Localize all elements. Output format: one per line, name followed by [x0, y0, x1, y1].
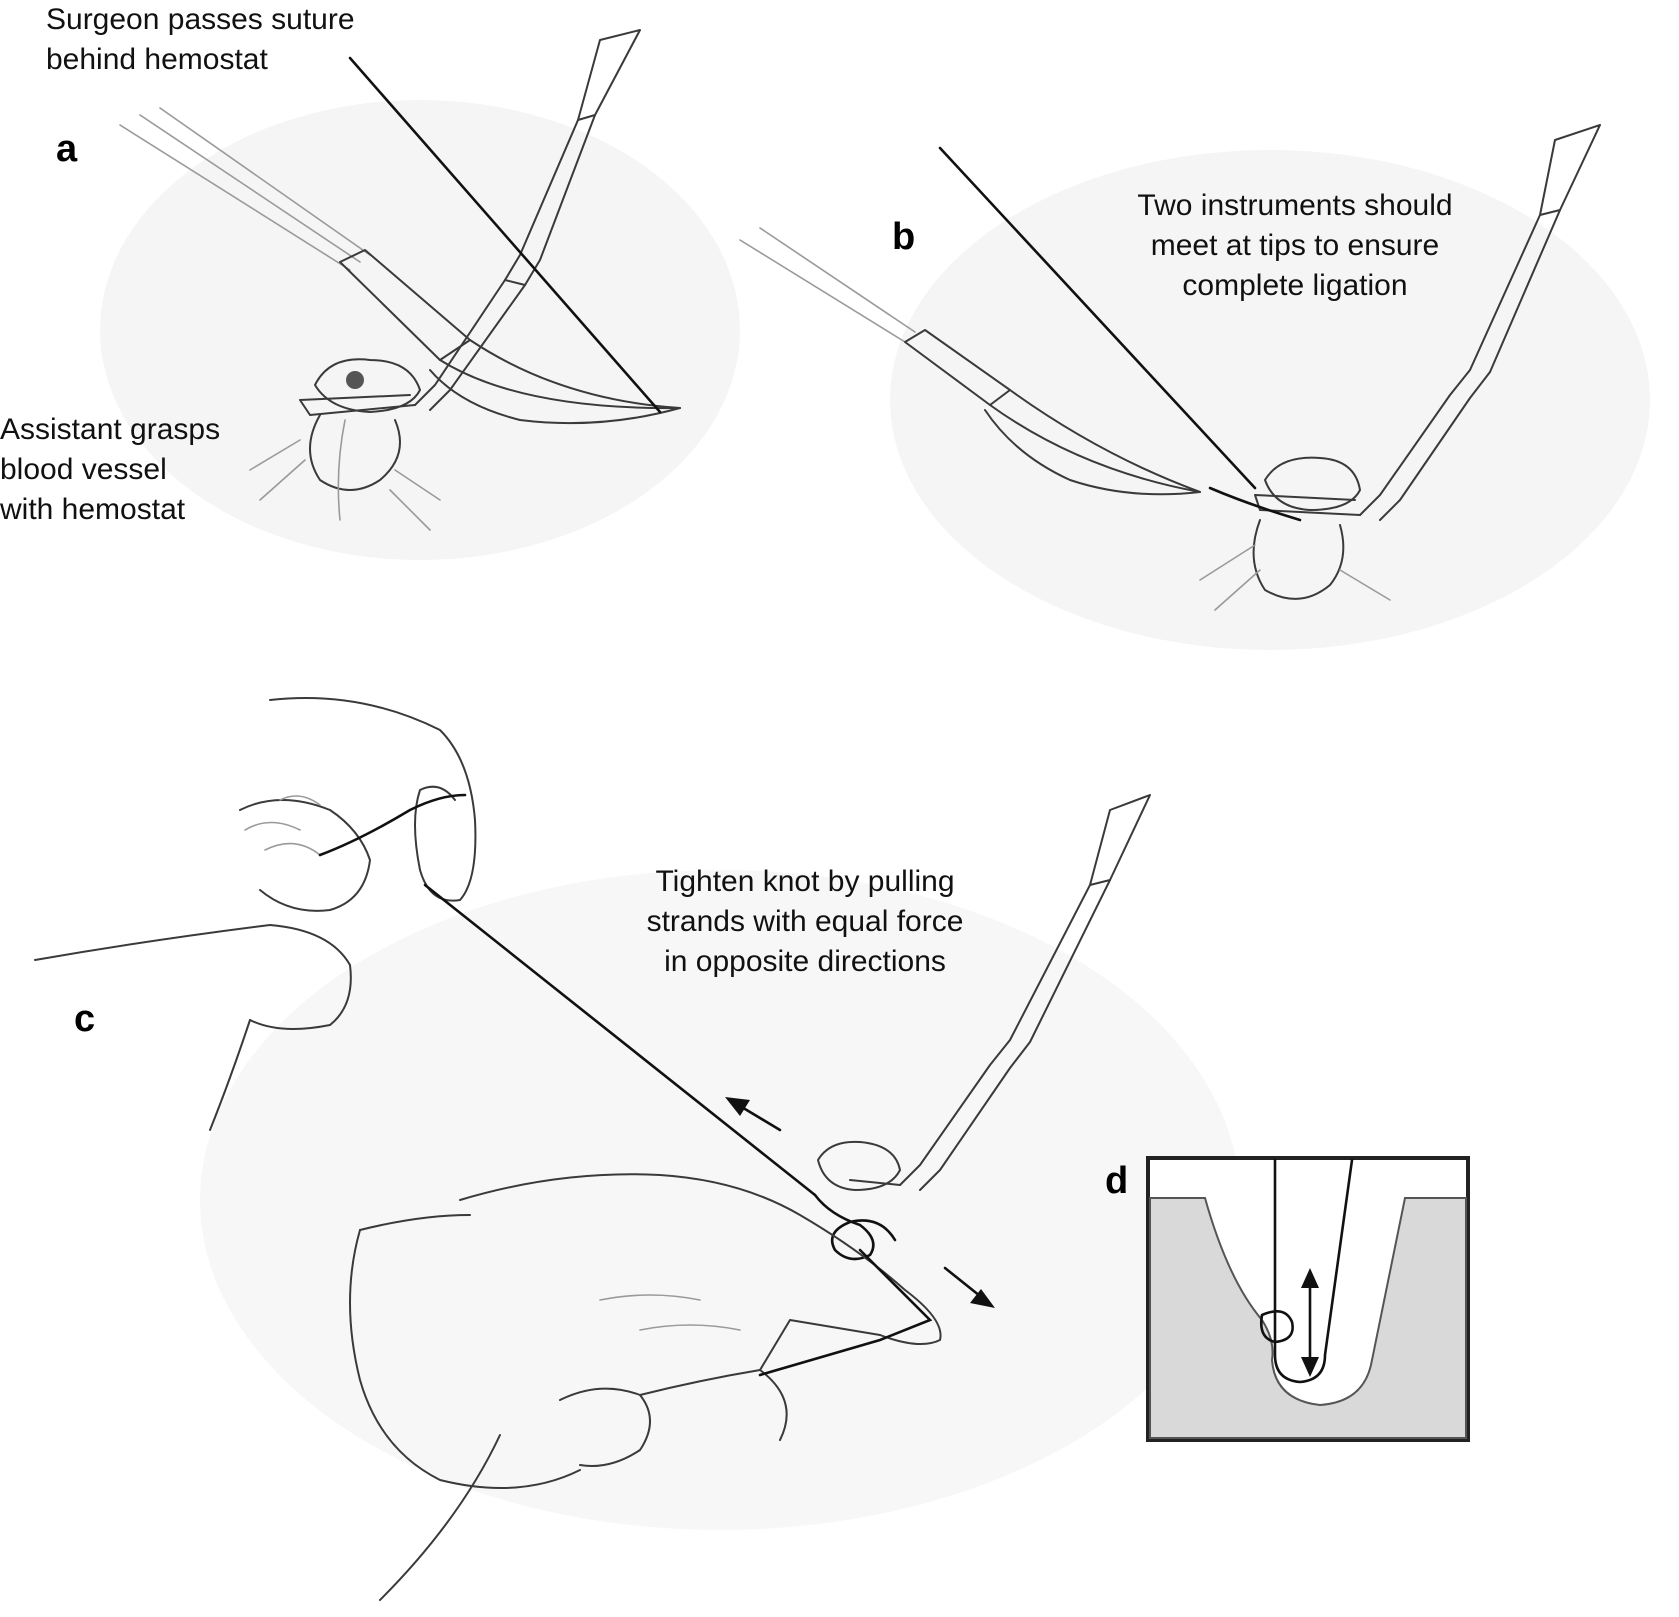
panel-a-drawing: [100, 29, 740, 560]
vessel-tissue-a: [249, 358, 441, 531]
vessel-tissue-b: [1199, 456, 1391, 611]
hemostat-c: [849, 794, 1151, 1191]
panel-label-b: b: [892, 216, 916, 258]
pull-arrow-down-right: [943, 1266, 995, 1308]
caption-panel-a-assistant: Assistant grasps blood vessel with hemos…: [0, 413, 221, 526]
panel-b-background-shade: [890, 150, 1650, 650]
hemostat-a: [299, 29, 641, 416]
panel-c-drawing: [34, 697, 1240, 1601]
panel-label-c: c: [74, 998, 96, 1040]
suture-c-strand-1: [423, 883, 817, 1197]
panel-label-d: d: [1105, 1160, 1129, 1202]
panel-c-background-shade: [200, 870, 1240, 1530]
suture-a: [348, 56, 662, 414]
suture-c-strand-2: [758, 1248, 933, 1377]
caption-panel-b: Two instruments should meet at tips to e…: [1137, 189, 1453, 302]
pull-arrow-up-left: [725, 1097, 782, 1132]
inset-double-arrow: [1301, 1268, 1319, 1377]
hemostat-b: [1254, 124, 1601, 521]
caption-panel-a-suture: Surgeon passes suture behind hemostat: [46, 3, 355, 76]
panel-b-drawing: [739, 124, 1650, 650]
panel-label-a: a: [56, 128, 78, 170]
upper-hand: [34, 697, 477, 1131]
suture-b-loop: [1208, 486, 1302, 522]
forceps-b: [739, 227, 1201, 496]
lower-hand: [349, 1173, 942, 1601]
forceps-a: [119, 107, 681, 425]
inset-vessel: [1273, 1158, 1354, 1384]
suture-b: [938, 146, 1257, 490]
inset-knot: [1260, 1310, 1294, 1344]
inset-tissue: [1149, 1197, 1467, 1439]
vessel-knot-c: [813, 1140, 901, 1261]
panel-a-background-shade: [100, 100, 740, 560]
caption-panel-c: Tighten knot by pulling strands with equ…: [646, 865, 964, 978]
suture-c-upper-wrap: [318, 793, 467, 857]
panel-d-inset: [1146, 1156, 1470, 1442]
